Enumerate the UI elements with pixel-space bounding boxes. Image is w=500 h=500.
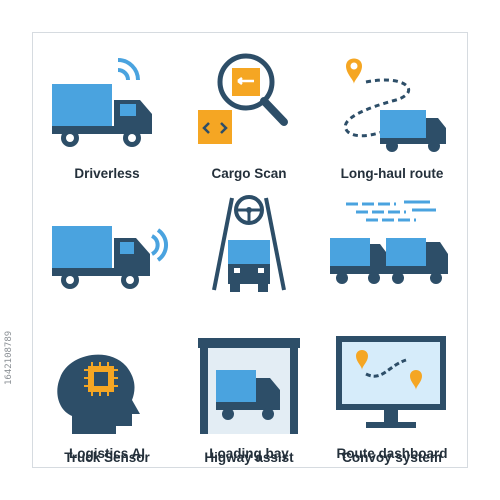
icon-tile-loading-bay: Loading bay [178,326,320,464]
route-dashboard-icon [336,336,446,428]
icon-tile-logistics-ai: Logistics AI [36,326,178,464]
icon-label: Route dashboard [336,446,448,461]
long-haul-route-icon [344,58,446,152]
icon-tile-long-haul-route: Long-haul route [320,44,464,186]
icon-tile-cargo-scan: Cargo Scan [178,44,320,186]
cargo-scan-icon [198,53,288,144]
icon-label: Logistics AI [68,446,145,461]
icon-label: Higway assist [204,450,294,465]
driverless-truck-icon [52,58,152,147]
icon-tile-highway-assist: Higway assist [178,186,320,465]
logistics-ai-icon [57,354,140,434]
icon-label: Cargo Scan [211,166,287,181]
icon-tile-truck-sensor: Truck Sensor [36,186,178,465]
truck-sensor-icon [52,226,168,289]
highway-assist-icon [212,195,286,292]
icon-label: Convoy system [342,450,442,465]
icon-set-frame [32,32,468,468]
icon-tile-driverless: Driverless [36,44,178,186]
icon-label: Truck Sensor [64,450,150,465]
loading-bay-icon [198,338,300,434]
icon-label: Loading bay [209,446,289,461]
icon-grid: Driverless Cargo Scan Long-haul route [36,44,464,465]
convoy-system-icon [330,200,448,284]
icon-tile-convoy-system: Convoy system [320,186,464,465]
icon-tile-route-dashboard: Route dashboard [320,326,464,464]
icon-label: Driverless [74,166,140,181]
stock-id: 1642108789 [4,330,14,385]
icon-label: Long-haul route [340,166,444,181]
